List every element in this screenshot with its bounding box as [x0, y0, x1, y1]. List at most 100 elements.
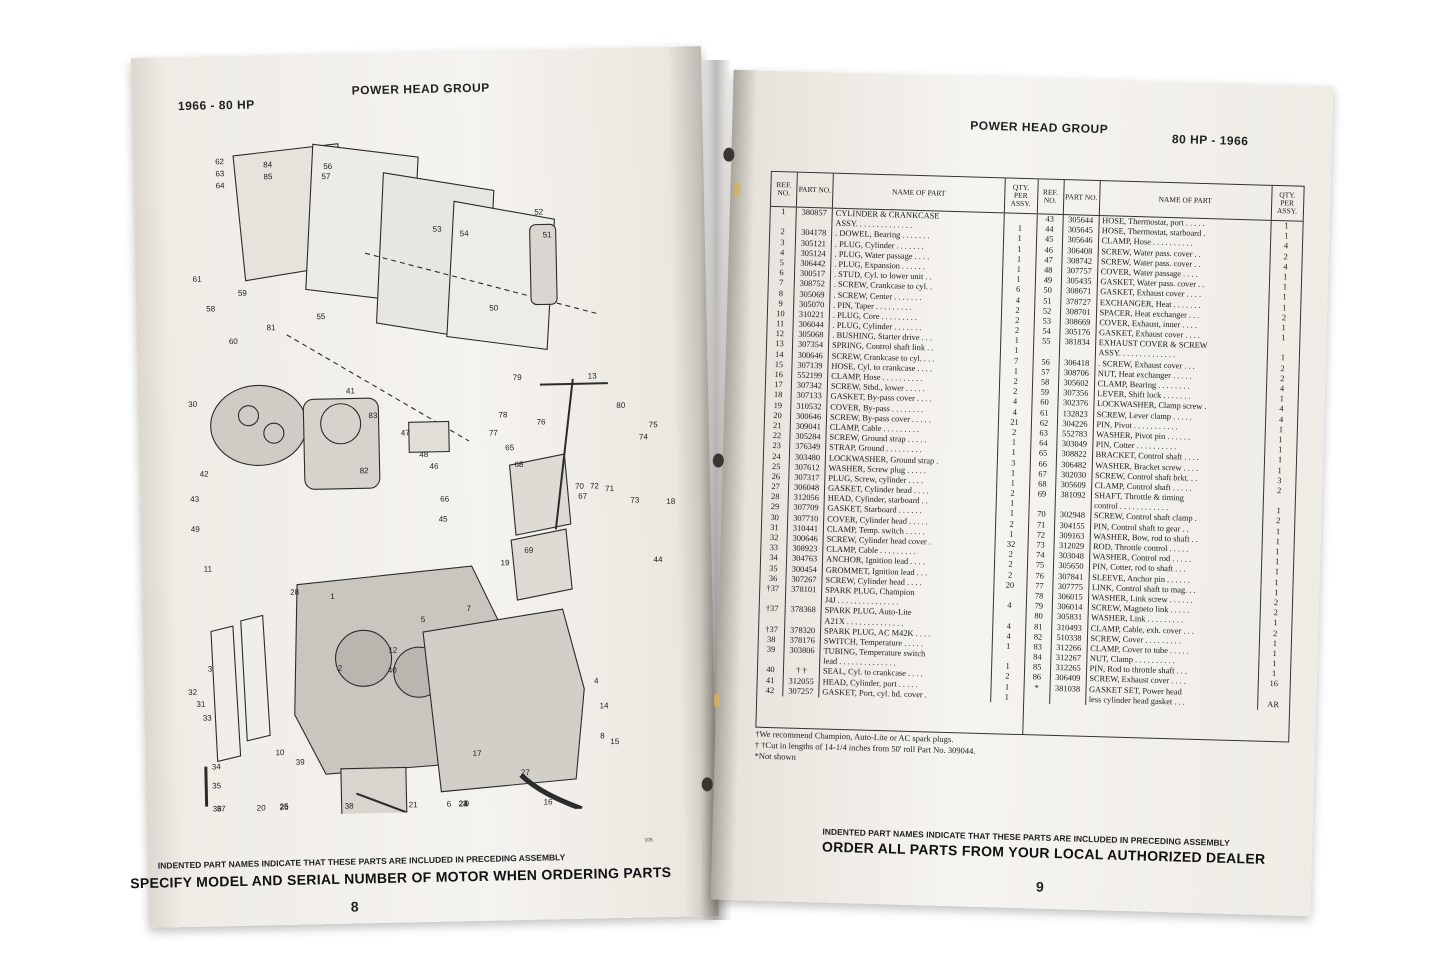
ref-cell: 68: [1029, 479, 1056, 490]
callout-number: 74: [639, 432, 649, 441]
ref-cell: 50: [1035, 285, 1062, 297]
callout-number: 12: [388, 646, 398, 655]
ref-cell: 9: [768, 298, 795, 310]
callout-number: 70: [575, 482, 585, 491]
ref-cell: 60: [1031, 397, 1059, 409]
callout-number: 13: [588, 371, 598, 380]
ref-cell: 64: [1030, 438, 1058, 450]
ref-cell: 56: [1033, 356, 1060, 368]
callout-number: 78: [498, 410, 508, 419]
ref-cell: 6: [768, 267, 796, 279]
ref-cell: 62: [1031, 417, 1058, 429]
callout-number: 5: [421, 615, 426, 624]
ref-cell: 29: [762, 502, 789, 514]
callout-number: 16: [544, 797, 554, 806]
left-page: 1966 - 80 HP POWER HEAD GROUP: [130, 46, 720, 928]
callout-number: 51: [543, 230, 553, 239]
ref-cell: 40: [757, 665, 785, 677]
ref-cell: 61: [1031, 407, 1058, 419]
ref-cell: 75: [1027, 560, 1054, 572]
callout-number: 79: [513, 373, 523, 382]
ref-cell: [759, 593, 787, 605]
col-name-header: NAME OF PART: [1099, 181, 1273, 220]
ref-cell: [759, 614, 786, 626]
paper-stain: [734, 182, 741, 198]
ref-cell: 59: [1032, 387, 1059, 399]
callout-number: 83: [368, 411, 378, 420]
ref-cell: 81: [1025, 621, 1052, 633]
ref-cell: 34: [760, 553, 788, 565]
ref-cell: 2: [770, 227, 797, 239]
right-header-model: 80 HP - 1966: [1171, 132, 1249, 149]
callout-number: 73: [630, 496, 640, 505]
ref-cell: 4: [769, 247, 796, 259]
callout-number: 27: [521, 768, 531, 777]
ref-cell: 44: [1036, 224, 1063, 236]
ref-cell: 63: [1031, 428, 1058, 440]
callout-number: 60: [229, 337, 239, 346]
callout-number: 17: [472, 749, 482, 758]
paper-stain: [713, 693, 721, 708]
ref-cell: 17: [765, 379, 793, 391]
col-name-header: NAME OF PART: [832, 173, 1006, 213]
callout-number: 48: [419, 450, 429, 459]
ref-cell: 55: [1033, 336, 1060, 348]
callout-number: 84: [263, 160, 273, 169]
ref-cell: 43: [1037, 214, 1064, 226]
ref-cell: 19: [765, 400, 792, 412]
callout-number: 7: [466, 604, 471, 613]
ref-cell: 8: [768, 288, 795, 300]
ref-cell: 84: [1024, 652, 1052, 664]
callout-number: 64: [216, 181, 226, 190]
col-qty-header: QTY. PER ASSY.: [1010, 182, 1031, 209]
callout-number: 18: [666, 497, 676, 506]
ref-cell: 39: [758, 644, 785, 656]
callout-number: 34: [212, 762, 222, 771]
ref-cell: 51: [1034, 295, 1062, 307]
callout-number: 42: [200, 470, 210, 479]
part-number-cell: [1049, 693, 1086, 705]
col-qty-header: QTY. PER ASSY.: [1276, 190, 1298, 216]
ref-cell: 23: [764, 441, 791, 453]
ref-cell: [1029, 499, 1056, 511]
callout-number: 49: [191, 525, 201, 534]
ref-cell: 83: [1025, 642, 1052, 653]
callout-number: 19: [501, 558, 511, 567]
ref-cell: 66: [1030, 458, 1057, 470]
callout-number: 14: [600, 701, 610, 710]
callout-number: 10: [275, 748, 285, 757]
ref-cell: 20: [764, 410, 792, 422]
ref-cell: 16: [766, 369, 793, 381]
callout-number: 35: [212, 781, 222, 790]
ref-cell: 77: [1026, 580, 1054, 592]
ref-cell: 5: [769, 257, 796, 269]
ref-cell: 7: [768, 278, 795, 290]
part-number-cell: 307257: [783, 686, 820, 698]
col-ref-header: REF. NO.: [770, 171, 798, 207]
callout-number: 11: [204, 564, 213, 573]
ref-cell: 53: [1034, 316, 1061, 328]
callout-number: 26: [280, 803, 290, 812]
ref-cell: 69: [1029, 489, 1056, 501]
right-page-number: 9: [1035, 878, 1045, 895]
callout-number: 32: [188, 688, 198, 697]
ref-cell: 41: [757, 675, 784, 687]
ref-cell: 31: [761, 522, 789, 534]
callout-number: 24: [459, 799, 469, 808]
callout-number: 33: [203, 714, 213, 723]
ref-cell: 25: [763, 461, 790, 473]
parts-table: REF. NO. PART NO. NAME OF PART QTY. PER …: [755, 170, 1305, 743]
ref-cell: 72: [1028, 530, 1055, 541]
callout-number: 3: [208, 664, 213, 673]
callout-number: 53: [433, 225, 443, 234]
callout-number: 61: [193, 275, 203, 284]
col-ref-header: REF. NO.: [1037, 179, 1065, 215]
qty-cell: 1: [1004, 692, 1010, 702]
ref-cell: 11: [767, 318, 794, 330]
ref-cell: 28: [762, 492, 789, 503]
callout-number: 37: [217, 804, 227, 813]
callout-number: 80: [616, 401, 626, 410]
ref-cell: 32: [761, 532, 788, 544]
